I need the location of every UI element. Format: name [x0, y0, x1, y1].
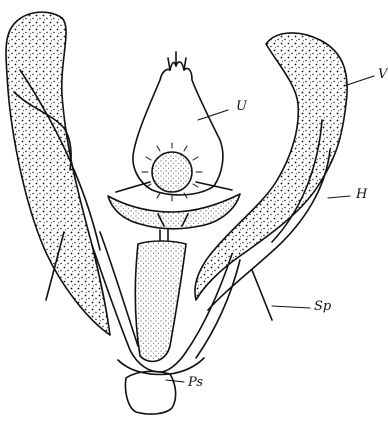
- right-spine: [252, 270, 272, 320]
- label-valva: V: [378, 68, 387, 81]
- label-uncus: U: [236, 100, 247, 113]
- anal-tube: [152, 152, 192, 192]
- leader-valva: [344, 76, 374, 86]
- label-penis-sheath: Ps: [188, 376, 203, 389]
- leader-harpe: [328, 196, 350, 198]
- leader-uncus: [198, 110, 228, 120]
- aedeagus-top: [160, 230, 168, 240]
- left-valva: [6, 12, 110, 335]
- aedeagus: [135, 241, 186, 361]
- right-valva: [195, 33, 347, 300]
- saccus: [125, 371, 175, 414]
- label-harpe: H: [356, 188, 367, 201]
- leader-spine: [272, 306, 310, 308]
- leader-penis-sheath: [166, 380, 184, 382]
- transtilla: [108, 194, 240, 229]
- label-spine: Sp: [314, 300, 331, 313]
